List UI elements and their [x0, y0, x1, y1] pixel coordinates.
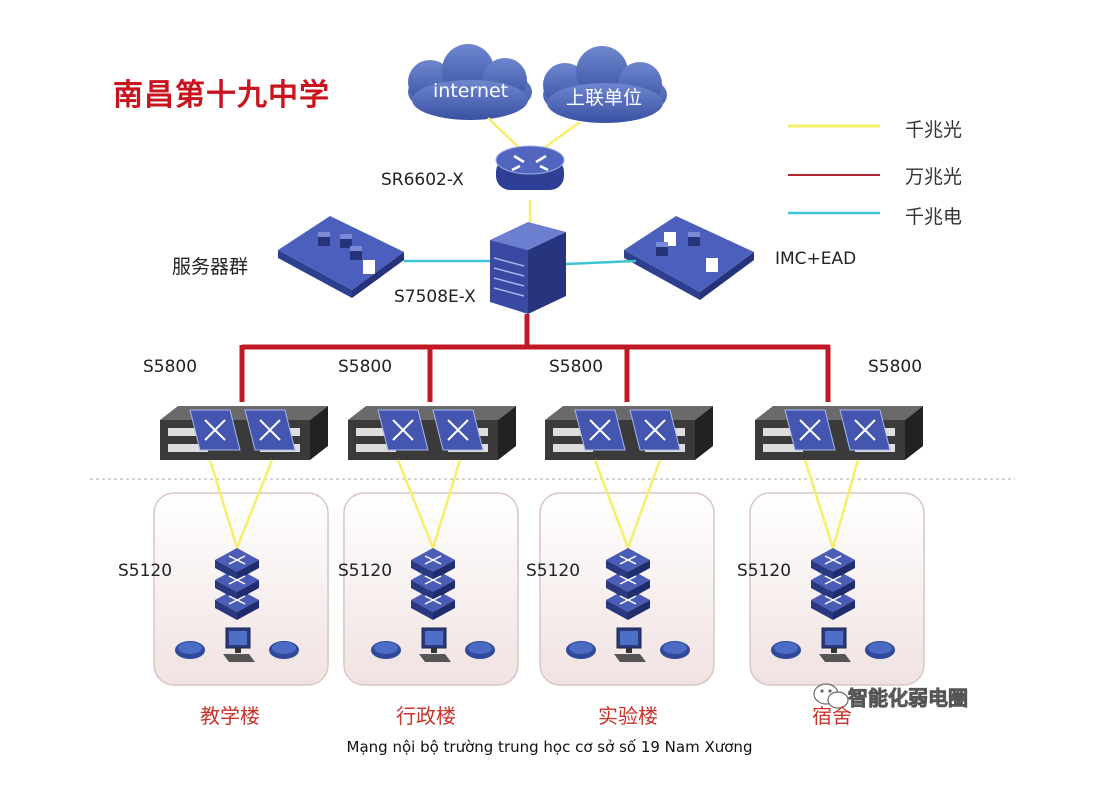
- router-icon: [495, 145, 565, 190]
- ten-gig-backbone: [239, 314, 831, 402]
- router-badge: ROUTER: [516, 190, 541, 197]
- access-label-1: S5120: [118, 561, 173, 581]
- cloud-upstream-label: 上联单位: [566, 87, 643, 109]
- access-switch-3: [605, 547, 651, 621]
- building-admin: 行政楼: [396, 704, 456, 728]
- access-label-4: S5120: [737, 561, 792, 581]
- aggregation-label-2: S5800: [338, 357, 393, 377]
- aggregation-label-4: S5800: [868, 357, 923, 377]
- caption: Mạng nội bộ trường trung học cơ sở số 19…: [346, 738, 753, 756]
- link-core-imc: [565, 259, 637, 266]
- building-dorm: 宿舍: [812, 704, 852, 728]
- access-label-3: S5120: [526, 561, 581, 581]
- aggregation-label-1: S5800: [143, 357, 198, 377]
- imc-label: IMC+EAD: [775, 249, 857, 269]
- server-group-label: 服务器群: [172, 256, 249, 278]
- watermark: 智能化弱电圈: [848, 686, 969, 711]
- legend-gigabit-copper: 千兆电: [905, 206, 963, 228]
- cloud-internet-label: internet: [433, 80, 509, 102]
- core-switch-icon: [490, 222, 566, 314]
- building-teaching: 教学楼: [200, 704, 260, 728]
- aggregation-switch-2: [347, 405, 517, 461]
- access-label-2: S5120: [338, 561, 393, 581]
- building-lab: 实验楼: [598, 704, 658, 728]
- imc-server-icon: [624, 216, 754, 300]
- access-switch-1: [214, 547, 260, 621]
- school-title: 南昌第十九中学: [113, 78, 330, 113]
- server-group-icon: [278, 216, 404, 298]
- access-switch-4: [810, 547, 856, 621]
- access-switch-2: [410, 547, 456, 621]
- aggregation-switch-1: [159, 405, 329, 461]
- cloud-upstream: [543, 46, 667, 123]
- cloud-internet: [408, 44, 532, 120]
- core-switch-label: S7508E-X: [394, 287, 476, 307]
- legend-gigabit-fiber: 千兆光: [905, 119, 963, 141]
- aggregation-switch-4: [754, 405, 924, 461]
- wechat-icon: [813, 683, 849, 709]
- legend-ten-gig-fiber: 万兆光: [905, 166, 963, 188]
- aggregation-switch-3: [544, 405, 714, 461]
- router-label: SR6602-X: [381, 170, 464, 190]
- aggregation-label-3: S5800: [549, 357, 604, 377]
